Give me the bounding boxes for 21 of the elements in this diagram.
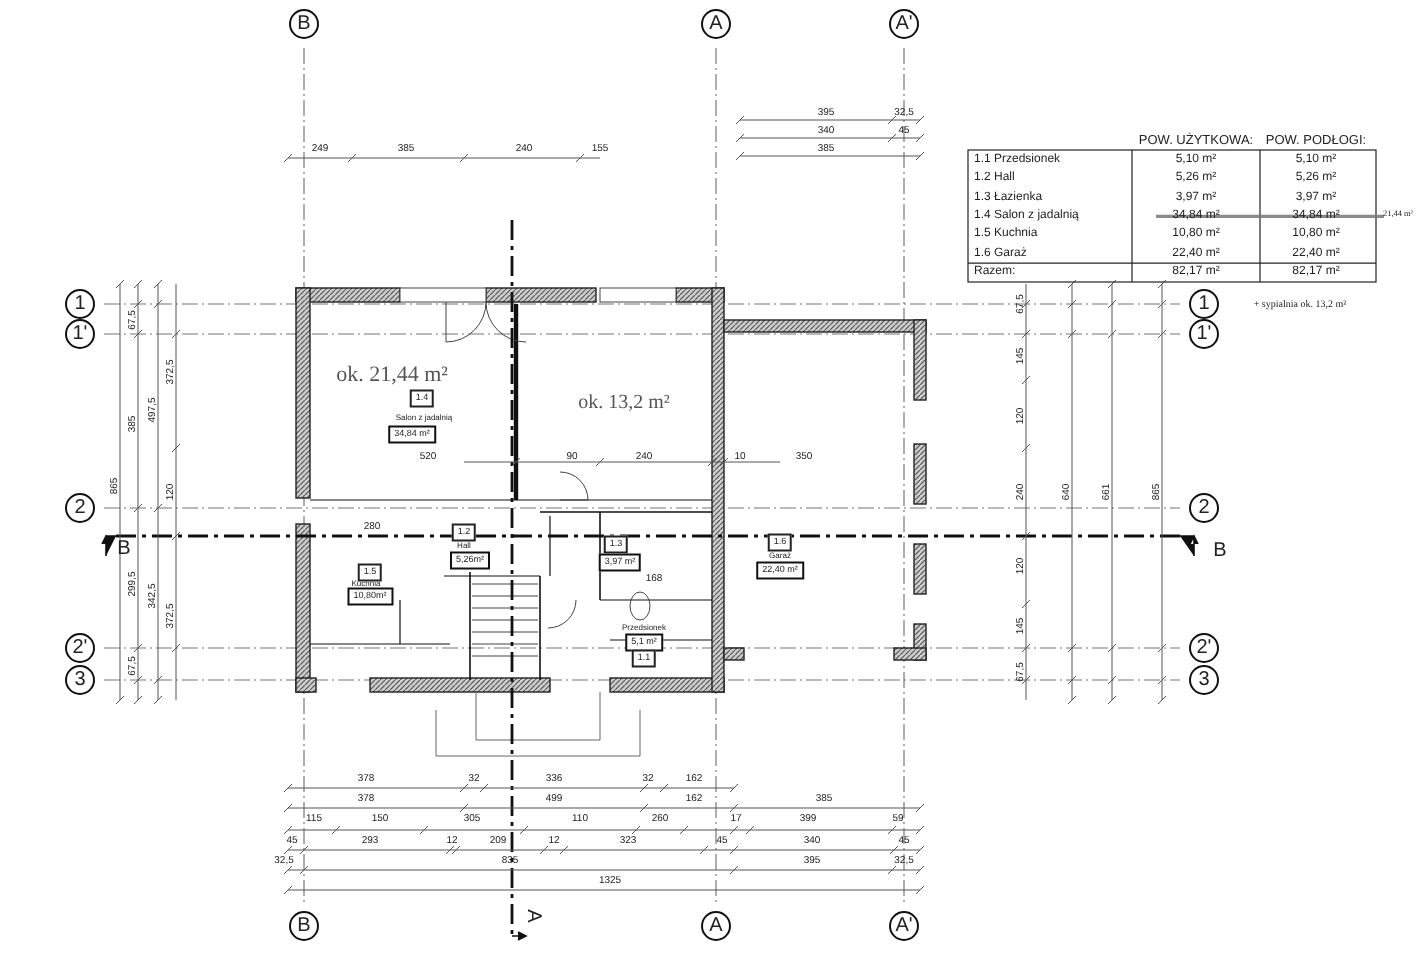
axis-marker: A: [701, 911, 731, 941]
axis-marker: 1': [65, 319, 95, 349]
axis-marker: 1: [65, 289, 95, 319]
axis-marker: 1: [1189, 289, 1219, 319]
axis-marker: 2': [1189, 633, 1219, 663]
axis-marker: A: [701, 9, 731, 39]
axis-marker: 2: [65, 493, 95, 523]
section-marker-label: A: [522, 909, 542, 923]
axis-marker: 2': [65, 633, 95, 663]
axis-marker: 3: [1189, 665, 1219, 695]
axis-marker: 1': [1189, 319, 1219, 349]
axis-marker: B: [289, 9, 319, 39]
room-area-label: ok. 21,44 m²: [336, 365, 448, 387]
axis-marker: 2: [1189, 493, 1219, 523]
section-marker-label: B: [117, 540, 131, 560]
axis-marker: B: [289, 911, 319, 941]
axis-marker: A': [889, 9, 919, 39]
axis-marker: A': [889, 911, 919, 941]
axis-marker: 3: [65, 665, 95, 695]
section-marker-label: B: [1213, 542, 1227, 562]
room-area-label: ok. 13,2 m²: [578, 394, 670, 414]
